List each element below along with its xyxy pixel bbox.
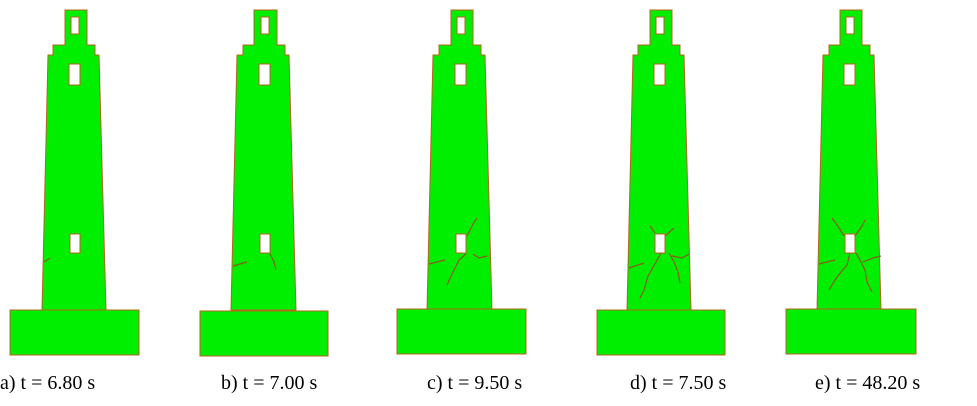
tower-drawing-a bbox=[9, 9, 140, 356]
panel-b-label: b) t = 7.00 s bbox=[221, 372, 318, 394]
window-upper bbox=[843, 63, 856, 86]
crack bbox=[862, 255, 882, 263]
tower-e bbox=[785, 9, 917, 355]
crack bbox=[428, 259, 446, 265]
tower-b bbox=[199, 9, 329, 357]
crack bbox=[668, 252, 681, 284]
window-top bbox=[655, 16, 665, 35]
crack bbox=[664, 227, 675, 237]
tower-c bbox=[396, 9, 527, 355]
crack bbox=[854, 219, 866, 237]
panel-c: c) t = 9.50 s bbox=[387, 0, 577, 406]
window-upper bbox=[653, 63, 666, 86]
tower-base bbox=[785, 308, 917, 355]
tower-base bbox=[596, 309, 726, 356]
window-lower bbox=[69, 233, 81, 254]
tower-body bbox=[41, 9, 107, 311]
tower-base bbox=[396, 308, 527, 355]
tower-body bbox=[230, 9, 297, 311]
crack bbox=[855, 252, 873, 293]
panel-d: d) t = 7.50 s bbox=[586, 0, 776, 406]
panel-e: e) t = 48.20 s bbox=[777, 0, 967, 406]
crack bbox=[269, 253, 277, 271]
tower-body bbox=[426, 9, 493, 311]
tower-a bbox=[9, 9, 140, 356]
window-lower bbox=[844, 233, 856, 254]
window-top bbox=[845, 16, 855, 35]
crack bbox=[828, 252, 851, 291]
panel-d-label: d) t = 7.50 s bbox=[630, 372, 727, 394]
window-lower bbox=[654, 233, 666, 254]
tower-drawing-d bbox=[596, 9, 726, 356]
crack bbox=[649, 225, 656, 234]
tower-drawing-b bbox=[199, 9, 329, 357]
window-upper bbox=[258, 63, 271, 86]
window-lower bbox=[259, 233, 271, 254]
crack bbox=[818, 259, 836, 265]
window-upper bbox=[454, 63, 467, 86]
crack bbox=[466, 217, 478, 237]
tower-body bbox=[816, 9, 882, 311]
tower-drawing-c bbox=[396, 9, 527, 355]
panel-e-label: e) t = 48.20 s bbox=[815, 372, 921, 394]
crack bbox=[671, 253, 690, 259]
cracks-c bbox=[428, 217, 488, 286]
crack bbox=[472, 253, 488, 259]
window-lower bbox=[455, 233, 467, 254]
cracks-a bbox=[43, 257, 51, 263]
crack bbox=[43, 257, 51, 263]
cracks-b bbox=[232, 253, 277, 271]
window-upper bbox=[68, 63, 81, 86]
crack bbox=[628, 262, 645, 269]
tower-base bbox=[199, 310, 329, 357]
panel-a: a) t = 6.80 s bbox=[0, 0, 190, 406]
crack bbox=[831, 217, 845, 237]
cracks-d bbox=[628, 225, 690, 299]
panel-c-label: c) t = 9.50 s bbox=[427, 372, 523, 394]
window-top bbox=[456, 16, 466, 35]
window-top bbox=[70, 16, 80, 35]
crack bbox=[639, 252, 662, 299]
cracks-e bbox=[818, 217, 882, 293]
tower-base bbox=[9, 309, 140, 356]
window-top bbox=[260, 16, 270, 35]
crack bbox=[232, 261, 248, 267]
panel-a-label: a) t = 6.80 s bbox=[0, 372, 96, 394]
panel-b: b) t = 7.00 s bbox=[189, 0, 379, 406]
tower-d bbox=[596, 9, 726, 356]
tower-drawing-e bbox=[785, 9, 917, 355]
crack bbox=[446, 253, 467, 286]
